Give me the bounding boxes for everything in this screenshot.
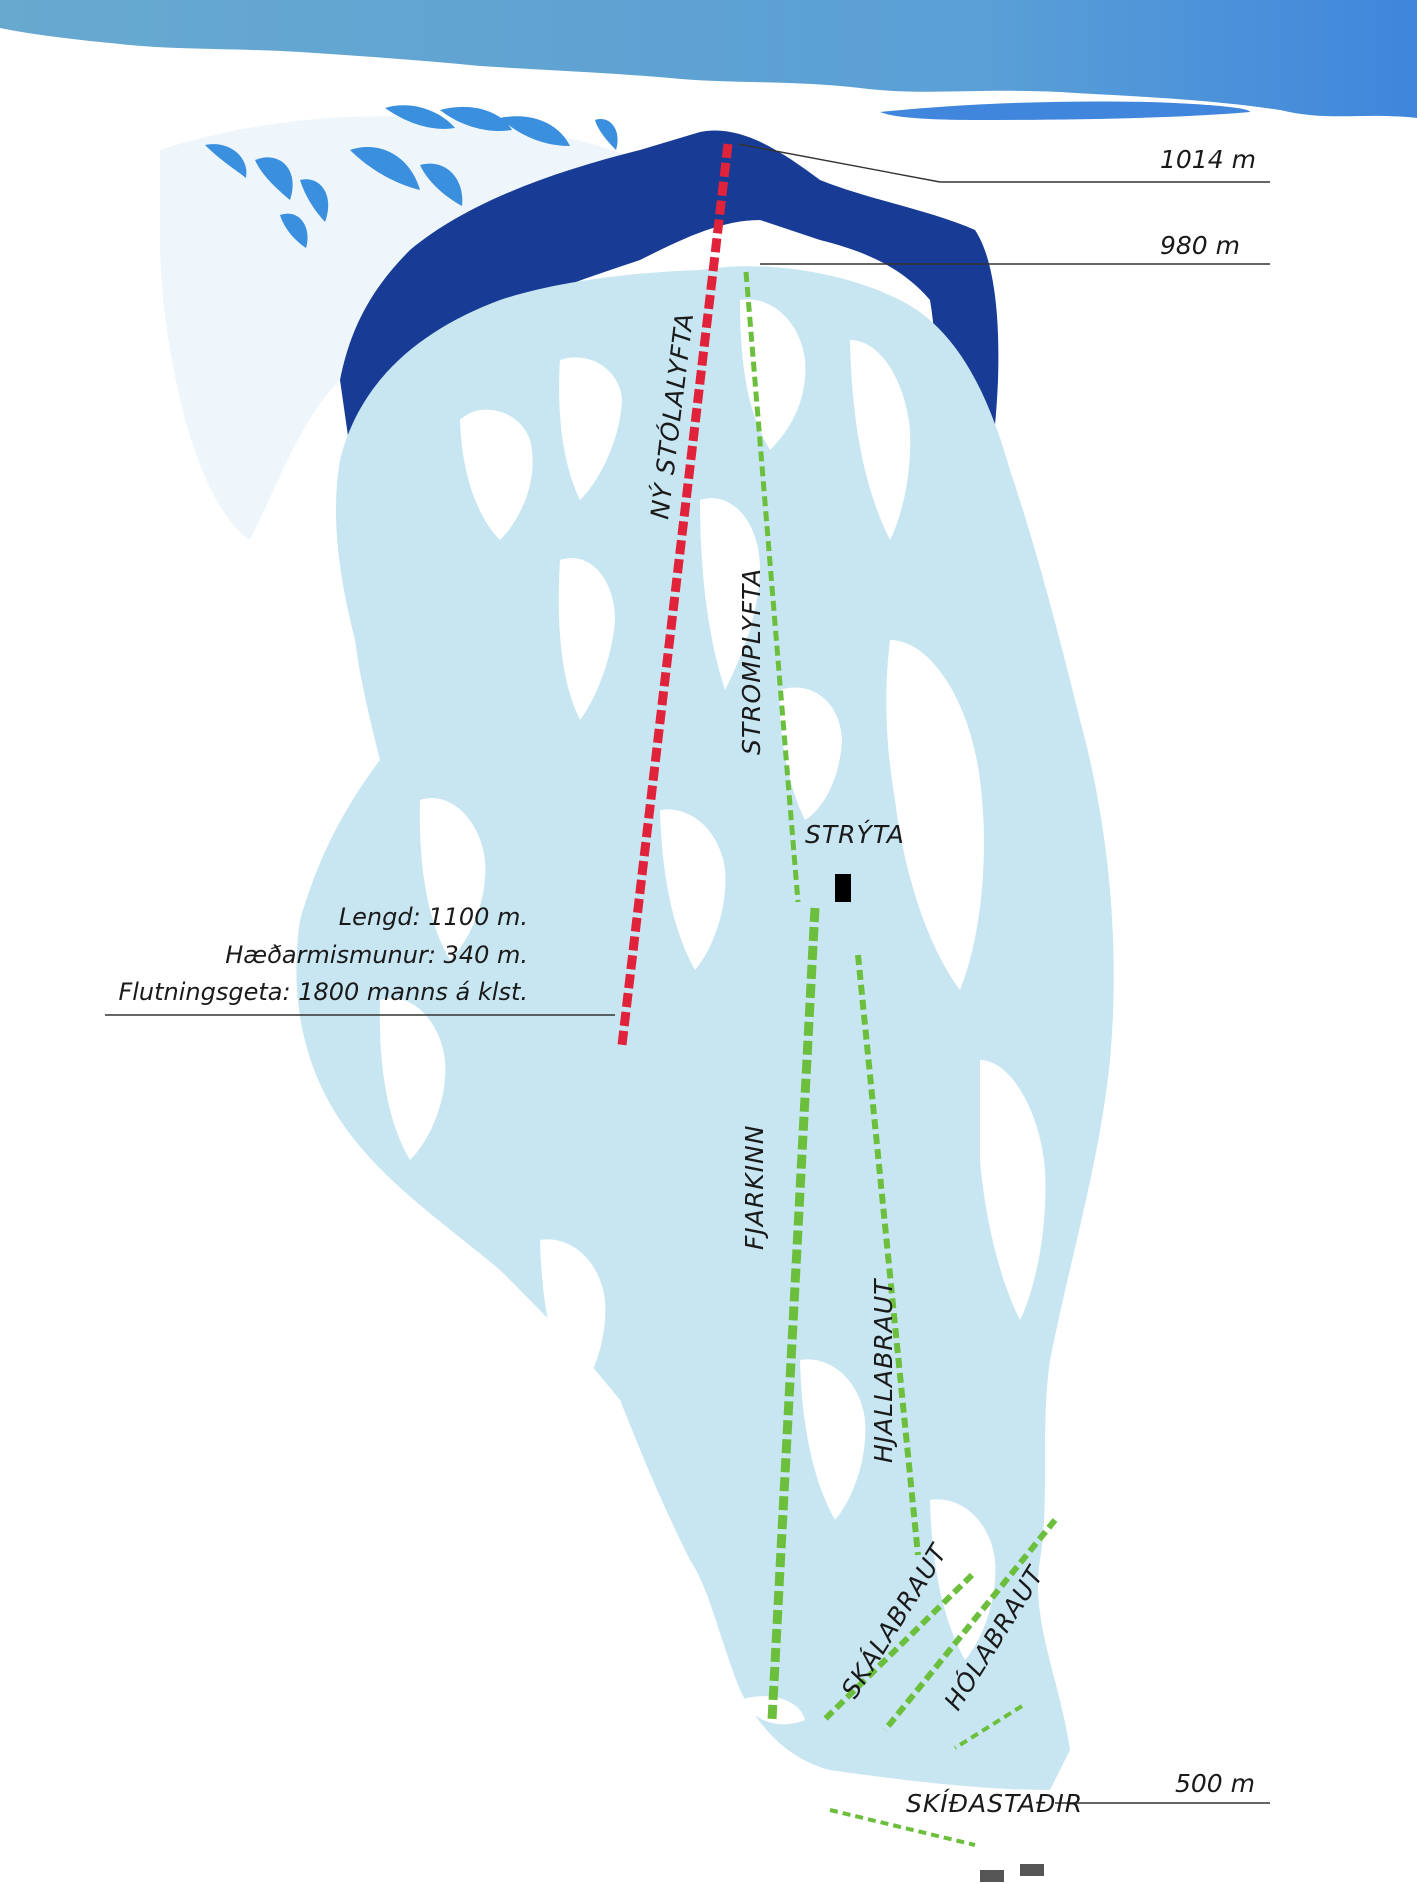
elevation-base: 500 m [1175,1769,1255,1798]
label-fjarkinn: FJARKINN [740,1125,769,1250]
lodge-building-icon [980,1870,1004,1882]
lift-small-1 [953,1704,1024,1750]
lift-vertical-drop: Hæðarmismunur: 340 m. [225,941,528,969]
lift-skalabraut [819,1572,975,1725]
label-stromplyfta: STROMPLYFTA [737,568,766,755]
lift-capacity: Flutningsgeta: 1800 manns á klst. [118,978,528,1006]
stryta-building-icon [835,874,851,902]
difficult-pistes-upper [340,130,999,500]
lift-hjallabraut [855,954,921,1556]
sky-band [0,0,1417,118]
lodge-building-icon-2 [1020,1864,1044,1876]
lift-length: Lengd: 1100 m. [339,903,528,931]
label-skidastadir: SKÍÐASTAÐIR [906,1789,1083,1818]
elevation-summit: 1014 m [1160,145,1256,174]
label-stryta: STRÝTA [805,820,905,849]
rock-outcrops [205,105,618,248]
lift-stromplyfta [743,271,801,903]
elevation-leader-lines [105,143,1270,1804]
elevation-top-station: 980 m [1160,231,1240,260]
sky-strip-right [880,101,1250,120]
piste-islands [379,299,1046,1725]
label-hjallabraut: HJALLABRAUT [869,1278,898,1463]
lift-small-2 [829,1808,976,1847]
lift-holabraut [882,1518,1058,1732]
lift-fjarkinn [767,907,820,1721]
